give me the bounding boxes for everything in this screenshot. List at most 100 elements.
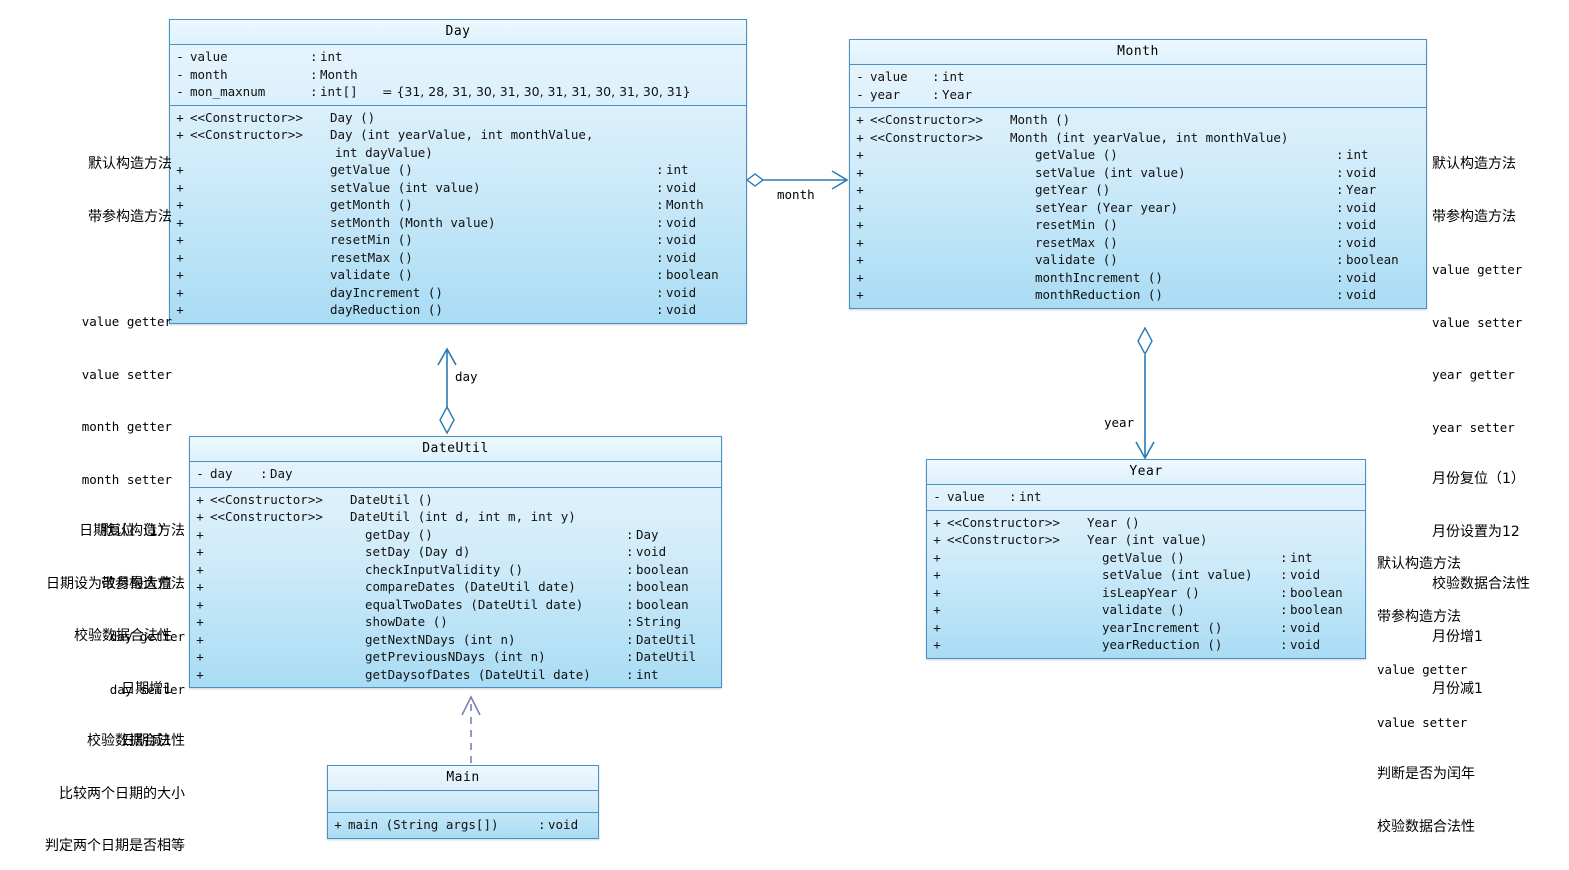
class-attributes-dateutil: - day : Day xyxy=(190,462,721,488)
attribute-type: int xyxy=(1019,489,1042,504)
note-line: 比较两个日期的大小 xyxy=(59,785,185,802)
class-box-year[interactable]: Year - value : int + <<Constructor>> Yea… xyxy=(926,459,1366,659)
stereotype: <<Constructor>> xyxy=(947,514,1060,530)
attribute-name: value xyxy=(947,489,985,504)
relationship-label-month: month xyxy=(777,187,815,202)
note-line: 默认构造方法 xyxy=(1432,156,1516,172)
colon: : xyxy=(1336,147,1344,162)
operation-name: Year (int value) xyxy=(1087,532,1208,547)
operation-name: resetMax () xyxy=(1035,234,1118,250)
colon: : xyxy=(656,197,664,212)
return-type: void xyxy=(1346,199,1377,215)
stereotype: <<Constructor>> xyxy=(947,532,1060,547)
stereotype: <<Constructor>> xyxy=(870,112,983,127)
visibility: + xyxy=(856,112,864,127)
colon: : xyxy=(310,66,318,82)
operation-row: + resetMin () : void xyxy=(850,216,1426,234)
return-type: boolean xyxy=(1346,252,1399,267)
note-line: value setter xyxy=(81,366,172,382)
operation-row: + getValue () : int xyxy=(170,161,746,179)
operation-row: + main (String args[]) : void xyxy=(328,816,598,834)
stereotype: <<Constructor>> xyxy=(870,129,983,145)
visibility: + xyxy=(196,666,204,682)
colon: : xyxy=(1280,567,1288,582)
note-line: 日期增1 xyxy=(121,680,172,697)
note-line: 带参构造方法 xyxy=(88,208,172,225)
visibility: - xyxy=(176,49,184,64)
operation-name: resetMax () xyxy=(330,249,413,265)
visibility: + xyxy=(856,252,864,267)
colon: : xyxy=(626,666,634,682)
operation-name: main (String args[]) xyxy=(348,817,499,832)
colon: : xyxy=(538,817,546,832)
colon: : xyxy=(1336,199,1344,215)
colon: : xyxy=(656,214,664,230)
operation-row-continuation: int dayValue) xyxy=(170,144,746,162)
operation-name: Month () xyxy=(1010,112,1071,127)
visibility: + xyxy=(196,544,204,559)
note-line: value setter xyxy=(1432,314,1523,330)
operation-name: isLeapYear () xyxy=(1102,584,1200,600)
return-type: DateUtil xyxy=(636,649,697,664)
class-attributes-main xyxy=(328,791,598,813)
class-title-month: Month xyxy=(850,40,1426,65)
operation-name: resetMin () xyxy=(330,232,413,247)
operation-row: + <<Constructor>> Month (int yearValue, … xyxy=(850,129,1426,147)
colon: : xyxy=(656,232,664,247)
operation-row: + showDate () : String xyxy=(190,613,721,631)
return-type: void xyxy=(1346,217,1377,232)
colon: : xyxy=(260,466,268,481)
return-type: Month xyxy=(666,197,704,212)
visibility: + xyxy=(856,269,864,285)
operation-name: equalTwoDates (DateUtil date) xyxy=(365,596,584,612)
relationship-label-year: year xyxy=(1104,415,1135,430)
class-title-dateutil: DateUtil xyxy=(190,437,721,462)
return-type: boolean xyxy=(666,267,719,282)
attribute-name: day xyxy=(210,466,233,481)
operation-name: setMonth (Month value) xyxy=(330,214,496,230)
operation-name: validate () xyxy=(1035,252,1118,267)
visibility: + xyxy=(176,162,184,177)
operation-row: + monthReduction () : void xyxy=(850,286,1426,304)
operation-name: getValue () xyxy=(1102,549,1185,565)
note-line: value setter xyxy=(1377,714,1468,730)
visibility: - xyxy=(856,69,864,84)
class-box-day[interactable]: Day - value : int - month : Month - mon_… xyxy=(169,19,747,324)
operation-row: + getValue () : int xyxy=(850,146,1426,164)
operation-name: DateUtil () xyxy=(350,491,433,507)
operation-name: dayIncrement () xyxy=(330,284,443,300)
operation-row: + dayIncrement () : void xyxy=(170,284,746,302)
operation-name: Year () xyxy=(1087,514,1140,530)
return-type: Day xyxy=(636,526,659,542)
colon: : xyxy=(626,596,634,612)
return-type: boolean xyxy=(1290,602,1343,617)
note-line: month setter xyxy=(81,471,172,487)
attribute-row: - month : Month xyxy=(170,66,746,84)
operation-name: showDate () xyxy=(365,614,448,629)
operation-name-continued: int dayValue) xyxy=(335,144,433,160)
note-line: 判定两个日期是否相等 xyxy=(45,838,185,854)
operation-row: + getPreviousNDays (int n) : DateUtil xyxy=(190,648,721,666)
colon: : xyxy=(1280,619,1288,635)
class-box-month[interactable]: Month - value : int - year : Year + <<Co… xyxy=(849,39,1427,309)
return-type: void xyxy=(666,214,697,230)
visibility: + xyxy=(176,302,184,317)
note-line: 日期设为改月最大值 xyxy=(46,575,172,592)
operation-row: + setValue (int value) : void xyxy=(927,566,1365,584)
return-type: void xyxy=(1346,269,1377,285)
operation-row: + getMonth () : Month xyxy=(170,196,746,214)
class-box-main[interactable]: Main + main (String args[]) : void xyxy=(327,765,599,839)
note-line: 日期减1 xyxy=(121,733,172,749)
return-type: void xyxy=(666,232,697,247)
class-box-dateutil[interactable]: DateUtil - day : Day + <<Constructor>> D… xyxy=(189,436,722,688)
return-type: int xyxy=(1346,147,1369,162)
operation-row: + getValue () : int xyxy=(927,549,1365,567)
attribute-default: = {31, 28, 31, 30, 31, 30, 31, 31, 30, 3… xyxy=(382,84,691,99)
visibility: + xyxy=(196,579,204,594)
operation-name: setYear (Year year) xyxy=(1035,199,1178,215)
return-type: boolean xyxy=(636,561,689,577)
note-line: day setter xyxy=(109,681,185,697)
note-line: 月份设置为12 xyxy=(1432,523,1520,540)
visibility: + xyxy=(176,267,184,282)
